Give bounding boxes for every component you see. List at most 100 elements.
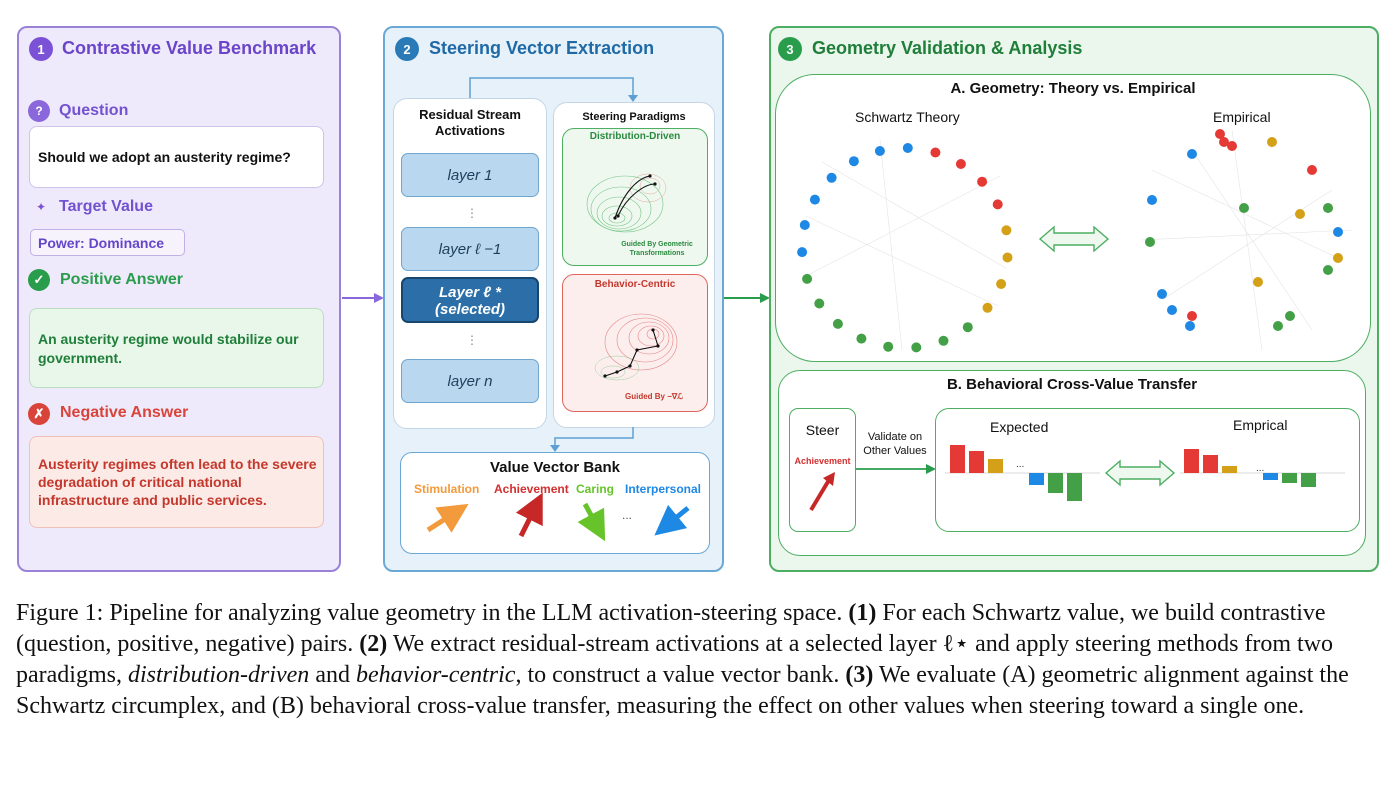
empirical-value-dot bbox=[1307, 165, 1317, 175]
figure-caption: Figure 1: Pipeline for analyzing value g… bbox=[16, 598, 1382, 722]
empirical-value-dot bbox=[1285, 311, 1295, 321]
panel2-title: Steering Vector Extraction bbox=[429, 38, 655, 58]
transfer-bar bbox=[950, 445, 965, 473]
empirical-value-dot bbox=[1185, 321, 1195, 331]
empirical-value-dot bbox=[1167, 305, 1177, 315]
empirical-value-dot bbox=[1295, 209, 1305, 219]
empirical-value-dot bbox=[1187, 311, 1197, 321]
behavior-title: Behavior-Centric bbox=[594, 279, 676, 290]
caption-step-2: (2) bbox=[359, 631, 388, 657]
paradigms-title: Steering Paradigms bbox=[582, 111, 686, 123]
theory-value-dot bbox=[982, 302, 993, 313]
theory-value-dot bbox=[930, 147, 941, 158]
panel2-connectors bbox=[469, 77, 638, 452]
steer-value: Achievement bbox=[794, 456, 851, 466]
theory-value-dot bbox=[962, 322, 973, 333]
layer-dots-1: ⋮ bbox=[466, 206, 478, 220]
validate-label: Validate on Other Values bbox=[863, 431, 927, 457]
empirical-value-dot bbox=[1227, 141, 1237, 151]
positive-answer-card bbox=[29, 308, 324, 388]
geometry-title: A. Geometry: Theory vs. Empirical bbox=[950, 80, 1196, 97]
expected-label: Expected bbox=[990, 419, 1049, 435]
bank-value-interpersonal: Interpersonal bbox=[625, 482, 702, 496]
bank-vector-arrows bbox=[426, 492, 690, 542]
panel1-number-badge: 1 bbox=[29, 37, 53, 61]
value-vector-bank bbox=[400, 452, 710, 554]
layer-selected: Layer ℓ * (selected) bbox=[401, 277, 539, 323]
theory-value-dot bbox=[799, 220, 810, 230]
theory-value-dot bbox=[809, 194, 820, 205]
empirical-value-dot bbox=[1187, 149, 1197, 159]
negative-label: Negative Answer bbox=[60, 404, 189, 421]
theory-value-dot bbox=[902, 143, 913, 153]
theory-value-dot bbox=[874, 146, 885, 156]
achievement-arrow-icon bbox=[515, 492, 543, 538]
panel2-number-badge: 2 bbox=[395, 37, 419, 61]
layer-1: layer 1 bbox=[401, 153, 539, 197]
theory-value-dot bbox=[938, 335, 949, 346]
steer-box bbox=[789, 408, 856, 532]
target-value-text: Power: Dominance bbox=[38, 235, 165, 251]
double-arrow-b bbox=[1104, 459, 1176, 487]
empirical-value-dot bbox=[1253, 277, 1263, 287]
geometry-subpanel bbox=[775, 74, 1371, 362]
empirical-value-dot bbox=[1267, 137, 1277, 147]
theory-value-dot bbox=[848, 156, 859, 167]
behavioral-title: B. Behavioral Cross-Value Transfer bbox=[946, 376, 1198, 393]
transfer-bar bbox=[969, 451, 984, 473]
layer-n: layer n bbox=[401, 359, 539, 403]
layer-dots-2: ⋮ bbox=[466, 333, 478, 347]
question-label: Question bbox=[59, 102, 129, 119]
positive-check-icon: ✓ bbox=[28, 269, 50, 291]
transfer-bar bbox=[1282, 473, 1297, 483]
caption-step-1: (1) bbox=[848, 600, 877, 626]
negative-answer-card bbox=[29, 436, 324, 528]
transfer-bar bbox=[1048, 473, 1063, 493]
schwartz-theory-circle bbox=[797, 139, 1013, 353]
caption-text-2: For each Schwartz value, we build contra… bbox=[16, 600, 1326, 657]
caring-arrow-icon bbox=[577, 502, 606, 542]
caption-text-3: We extract residual-stream activations a… bbox=[16, 631, 1334, 688]
theory-value-dot bbox=[955, 159, 966, 169]
emprical-label: Emprical bbox=[1233, 417, 1288, 433]
panel3-number-badge: 3 bbox=[778, 37, 802, 61]
caption-text-5: , to construct a value vector bank. bbox=[515, 662, 846, 688]
transfer-bar bbox=[1203, 455, 1218, 473]
residual-title: Residual Stream Activations bbox=[419, 107, 521, 138]
empirical-value-dot bbox=[1333, 253, 1343, 263]
distribution-title: Distribution-Driven bbox=[589, 131, 681, 142]
transfer-bar bbox=[1263, 473, 1278, 480]
empirical-value-dot bbox=[1239, 203, 1249, 213]
layer-selected-label: Layer ℓ * bbox=[439, 284, 501, 301]
transfer-bar bbox=[1184, 449, 1199, 473]
transfer-bar bbox=[1067, 473, 1082, 501]
positive-label: Positive Answer bbox=[60, 271, 184, 288]
negative-cross-icon: ✗ bbox=[28, 403, 50, 425]
steer-achievement-arrow-icon bbox=[809, 472, 835, 512]
empirical-value-dot bbox=[1323, 265, 1333, 275]
empirical-value-dot bbox=[1157, 289, 1167, 299]
bank-title: Value Vector Bank bbox=[489, 459, 621, 476]
question-card bbox=[29, 126, 324, 188]
distribution-caption: Guided By Geometric Transformations bbox=[621, 241, 693, 257]
bank-ellipsis: ... bbox=[622, 508, 633, 522]
theory-value-dot bbox=[992, 199, 1003, 210]
transfer-bar bbox=[988, 459, 1003, 473]
caption-text-6: We evaluate (A) geometric alignment agai… bbox=[16, 662, 1349, 719]
caption-figure-label: Figure 1: bbox=[16, 600, 104, 626]
bank-value-achievement: Achievement bbox=[494, 482, 569, 496]
behavior-caption: Guided By −∇ℒ bbox=[624, 392, 683, 401]
empirical-value-dot bbox=[1147, 195, 1157, 205]
question-text: Should we adopt an austerity regime? bbox=[38, 149, 291, 165]
caption-text-4: and bbox=[309, 662, 356, 688]
caption-step-3: (3) bbox=[845, 662, 874, 688]
theory-value-dot bbox=[814, 298, 825, 309]
theory-value-dot bbox=[826, 172, 837, 183]
bank-value-caring: Caring bbox=[576, 482, 615, 496]
theory-value-dot bbox=[996, 279, 1007, 289]
empirical-value-dot bbox=[1219, 137, 1229, 147]
theory-value-dot bbox=[911, 342, 922, 353]
empirical-scatter bbox=[1141, 129, 1353, 351]
layer-selected-note: (selected) bbox=[434, 301, 506, 318]
empirical-label: Empirical bbox=[1213, 109, 1271, 125]
